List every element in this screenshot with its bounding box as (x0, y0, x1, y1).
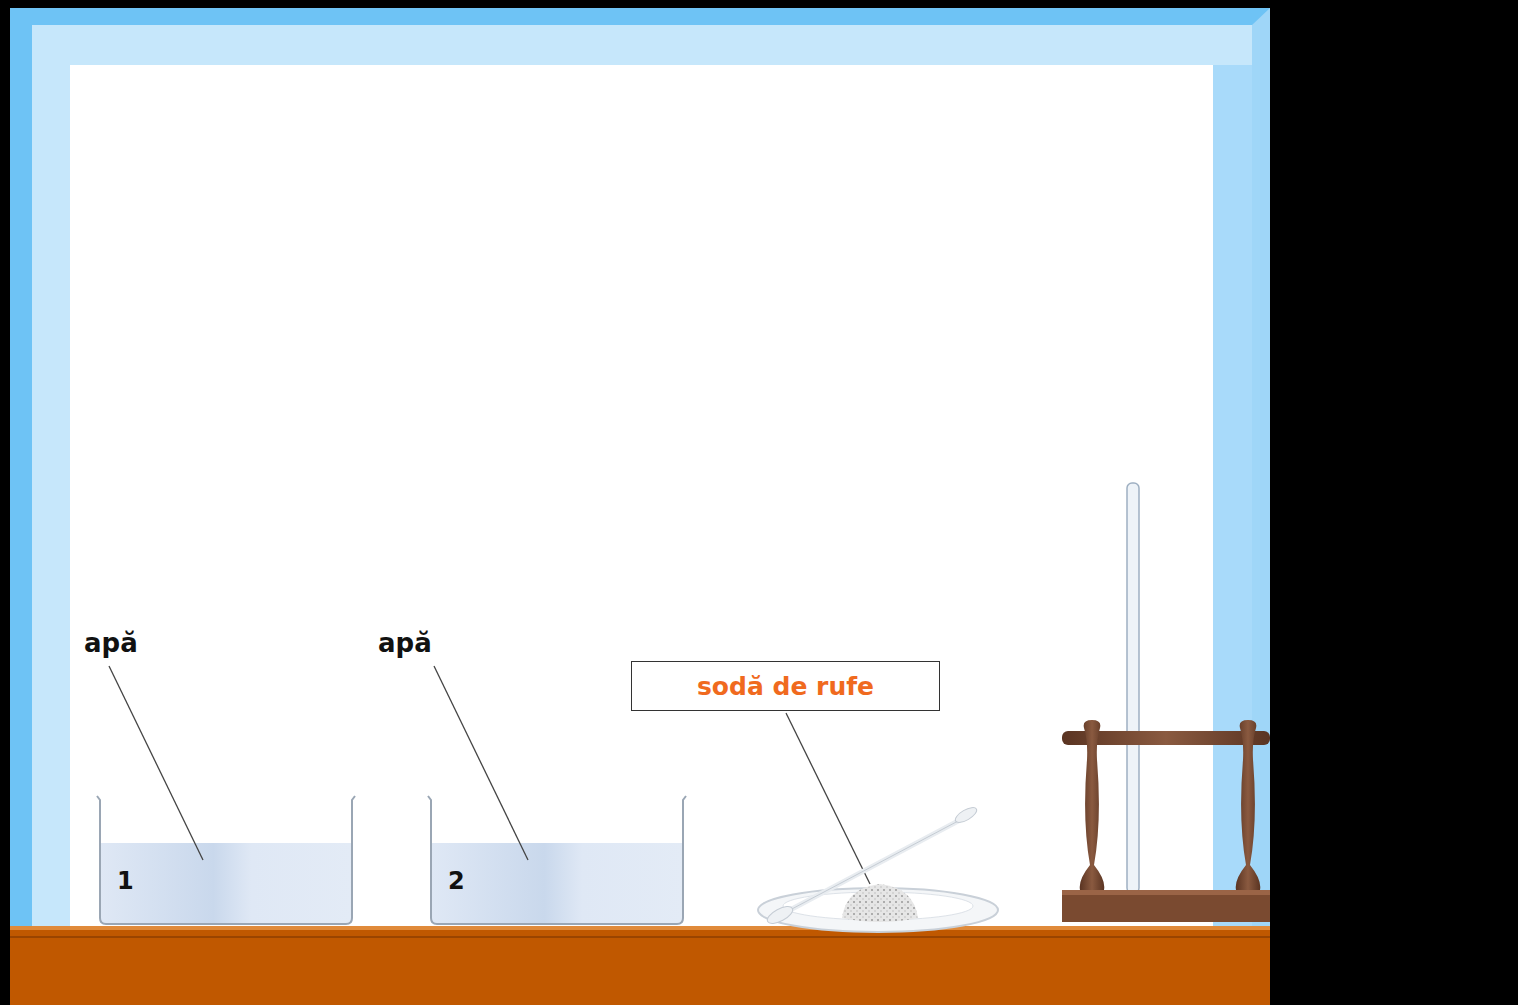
material-label: apă (84, 630, 138, 656)
material-box: sodă de rufe (631, 661, 940, 711)
spoon (765, 805, 979, 927)
frame-inner (32, 25, 1252, 930)
material-name: sodă de rufe (697, 674, 874, 699)
tube-stand (1062, 483, 1270, 922)
leader-line (109, 666, 203, 860)
beaker (97, 796, 355, 924)
frame-outer (10, 8, 1270, 933)
beaker (428, 796, 686, 924)
test-tube (1127, 483, 1139, 893)
table (10, 926, 1270, 1005)
leader-line (786, 713, 870, 884)
leader-line (434, 666, 528, 860)
washing-soda-powder (842, 884, 918, 922)
material-label: apă (378, 630, 432, 656)
callout-number: 1 (117, 869, 134, 893)
callout-number: 2 (448, 869, 465, 893)
wall (70, 65, 1213, 930)
